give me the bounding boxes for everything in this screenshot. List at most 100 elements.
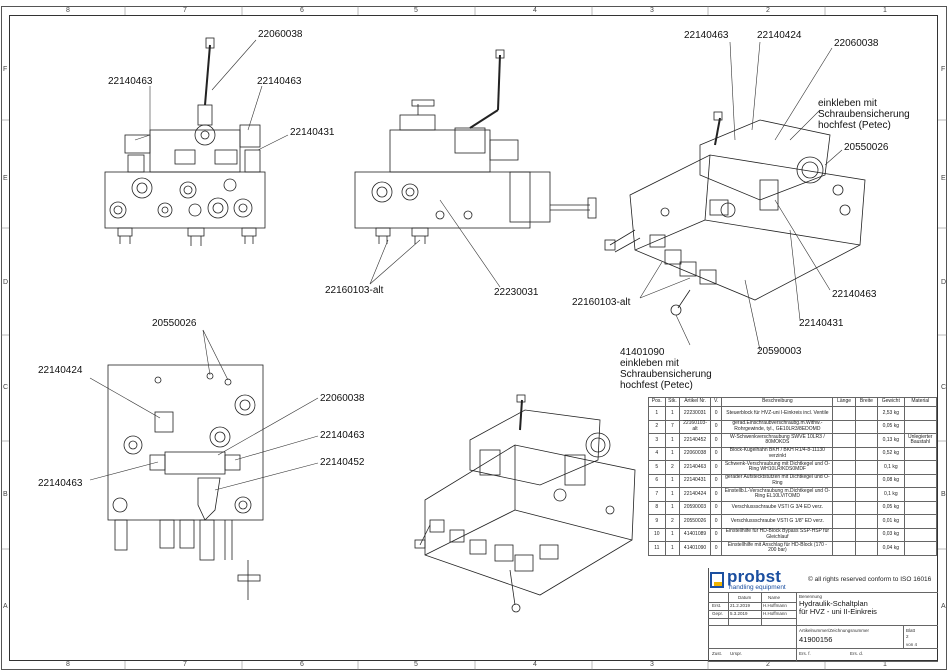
column-marker: 8 [66,7,70,14]
cell-mat [903,419,937,434]
cell-len [832,514,856,529]
header-qty: Stk. [664,397,681,407]
cell-pos: 7 [648,487,666,502]
cell-desc: Schwenk-Verschraubung mit Dichtkegel und… [721,460,834,475]
cell-qty: 1 [664,527,681,542]
cell-qty: 1 [664,406,681,421]
label-ers-d: Ers. d. [850,651,864,656]
cell-weight: 0,08 kg [877,473,905,488]
column-marker: 1 [883,661,887,668]
cell-mat [903,460,937,475]
cell-desc: W-Schwenkverschraubung SWVE 10LR3 / 80MO… [721,433,834,448]
cell-mat [903,473,937,488]
cell-len [832,446,856,461]
callout-label: 22140431 [799,318,844,329]
label-zust: Zust. [712,651,723,656]
callout-label: 20590003 [757,346,802,357]
callout-label: 22140463 [38,478,83,489]
callout-label: 22140463 [320,430,365,441]
callout-label: 22140424 [757,30,802,41]
label-artnr: Artikelnummer/Zeichnungsnummer [799,628,870,633]
label-ers-f: Ers. f. [799,651,811,656]
cell-v: 0 [709,446,723,461]
row-marker: B [3,491,8,498]
parts-list-table: Pos. Stk. Artikel Nr. V. Beschreibung Lä… [648,397,937,556]
label-benennung: Benennung [799,594,823,599]
cell-art: 20550026 [679,514,711,529]
callout-label: 22140431 [290,127,335,138]
cell-pos: 10 [648,527,666,542]
row-gepr: Gepr. [712,611,724,616]
cell-weight: 0,04 kg [877,541,905,556]
column-marker: 4 [533,7,537,14]
cell-art: 41401089 [679,527,711,542]
front-view [104,37,266,246]
cell-qty: 1 [664,473,681,488]
callout-label: 22060038 [320,393,365,404]
table-header-row: Pos. Stk. Artikel Nr. V. Beschreibung Lä… [648,397,937,407]
column-marker: 7 [183,661,187,668]
cell-wid [854,487,879,502]
cell-v: 0 [709,541,723,556]
callout-label: 22140424 [38,365,83,376]
cell-art: 22140431 [679,473,711,488]
adhesive-note: einkleben mit Schraubensicherung hochfes… [818,98,910,131]
cell-v: 0 [709,500,723,515]
label-urspr: Urspr. [730,651,743,656]
cell-art: 41401090 [679,541,711,556]
copyright-notice: © all rights reserved conform to ISO 160… [808,576,932,583]
probst-logo: probst handling equipment [710,567,796,592]
cell-mat [903,406,937,421]
cell-wid [854,406,879,421]
cell-pos: 1 [648,406,666,421]
cell-weight: 0,03 kg [877,527,905,542]
cell-pos: 5 [648,460,666,475]
sheet-number: 2 [906,634,909,639]
cell-art: 22230031 [679,406,711,421]
callout-label: 22160103-alt [572,297,631,308]
cell-weight: 0,1 kg [877,487,905,502]
cell-len [832,406,856,421]
cell-art: 22140424 [679,487,711,502]
cell-v: 0 [709,473,723,488]
header-len: Länge [832,397,856,407]
cell-weight: 0,05 kg [877,419,905,434]
column-marker: 7 [183,7,187,14]
column-marker: 5 [414,7,418,14]
cell-pos: 8 [648,500,666,515]
cell-art: 20590003 [679,500,711,515]
col-name: Name [768,595,781,600]
callout-label: 22230031 [494,287,539,298]
cell-mat [903,514,937,529]
side-view [354,49,597,244]
column-marker: 5 [414,661,418,668]
cell-v: 0 [709,460,723,475]
cell-v: 0 [709,433,723,448]
cell-len [832,460,856,475]
cell-v: 0 [709,419,723,434]
cell-mat [903,446,937,461]
row-marker: D [3,279,9,286]
cell-weight: 0,13 kg [877,433,905,448]
iso-view-top [604,111,866,316]
cell-desc: Verschlussschraube VSTI G 1/8" ED verz. [721,514,834,529]
cell-mat [903,527,937,542]
drawing-title: Hydraulik-Schaltplan für HVZ - uni II-Ei… [799,599,877,616]
title-block [708,568,939,661]
column-marker: 4 [533,661,537,668]
cell-weight: 0,52 kg [877,446,905,461]
cell-qty: 1 [664,541,681,556]
row-marker: E [941,175,946,182]
cell-mat [903,487,937,502]
cell-len [832,473,856,488]
callout-label: 22060038 [834,38,879,49]
callout-label: 20550026 [844,142,889,153]
gepr-date: 5.3.2019 [730,611,748,616]
